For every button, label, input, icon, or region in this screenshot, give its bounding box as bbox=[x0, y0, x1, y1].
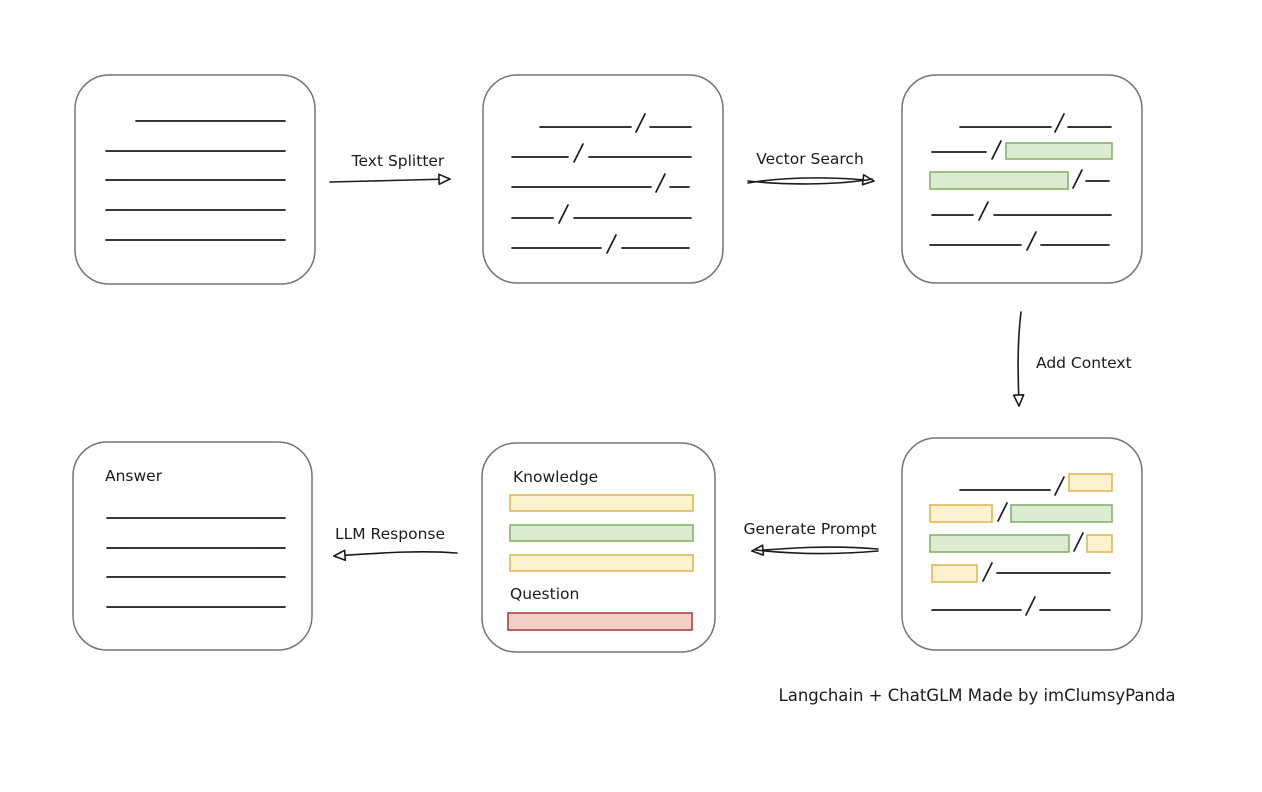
prompt-box: Knowledge Question bbox=[481, 442, 716, 653]
llm-response-arrow: LLM Response bbox=[333, 525, 458, 562]
slash-mark bbox=[573, 143, 584, 163]
arrow-line bbox=[333, 549, 458, 562]
arrow-line bbox=[1012, 311, 1025, 407]
arrow-line-sketch bbox=[747, 178, 873, 185]
slash-mark bbox=[991, 140, 1002, 160]
slash-mark bbox=[635, 113, 646, 133]
slash-mark bbox=[606, 234, 617, 254]
split-text-box-outline bbox=[482, 74, 724, 284]
answer-box: Answer bbox=[72, 441, 313, 651]
vector-result-box bbox=[901, 74, 1143, 284]
highlight-green bbox=[1010, 504, 1113, 523]
knowledge-bar-green bbox=[509, 524, 694, 542]
generate-prompt-label: Generate Prompt bbox=[744, 520, 877, 538]
context-box bbox=[901, 437, 1143, 651]
slash-mark bbox=[1025, 596, 1036, 616]
arrow-line bbox=[329, 173, 451, 186]
answer-box-outline bbox=[72, 441, 313, 651]
slash-mark bbox=[982, 562, 993, 582]
answer-label: Answer bbox=[105, 467, 163, 485]
arrow-line bbox=[751, 544, 879, 556]
slash-mark bbox=[1072, 169, 1083, 189]
question-label: Question bbox=[510, 585, 579, 603]
slash-mark bbox=[997, 502, 1008, 522]
highlight-yellow bbox=[1068, 473, 1113, 492]
knowledge-bar-yellow bbox=[509, 554, 694, 572]
diagram-caption: Langchain + ChatGLM Made by imClumsyPand… bbox=[779, 686, 1176, 705]
slash-mark bbox=[1054, 113, 1065, 133]
vector-search-arrow: Vector Search bbox=[747, 150, 875, 186]
add-context-label: Add Context bbox=[1036, 354, 1132, 372]
add-context-arrow: Add Context bbox=[1012, 311, 1132, 407]
highlight-yellow bbox=[929, 504, 993, 523]
text-splitter-arrow: Text Splitter bbox=[329, 152, 451, 186]
highlight-green bbox=[1005, 142, 1113, 160]
knowledge-bar-yellow bbox=[509, 494, 694, 512]
highlight-green bbox=[929, 534, 1070, 553]
slash-mark bbox=[655, 173, 666, 193]
split-text-box bbox=[482, 74, 724, 284]
slash-mark bbox=[1054, 476, 1065, 496]
knowledge-label: Knowledge bbox=[513, 468, 598, 486]
generate-prompt-arrow: Generate Prompt bbox=[744, 520, 879, 556]
slash-mark bbox=[1073, 532, 1084, 552]
text-splitter-label: Text Splitter bbox=[351, 152, 445, 170]
highlight-yellow bbox=[1086, 534, 1113, 553]
arrow-line-sketch bbox=[755, 549, 879, 555]
slash-mark bbox=[558, 204, 569, 224]
llm-response-label: LLM Response bbox=[335, 525, 445, 543]
question-bar-red bbox=[507, 612, 693, 631]
highlight-yellow bbox=[931, 564, 978, 583]
highlight-green bbox=[929, 171, 1069, 190]
slash-mark bbox=[978, 201, 989, 221]
slash-mark bbox=[1026, 231, 1037, 251]
vector-search-label: Vector Search bbox=[756, 150, 864, 168]
document-box bbox=[74, 74, 316, 285]
